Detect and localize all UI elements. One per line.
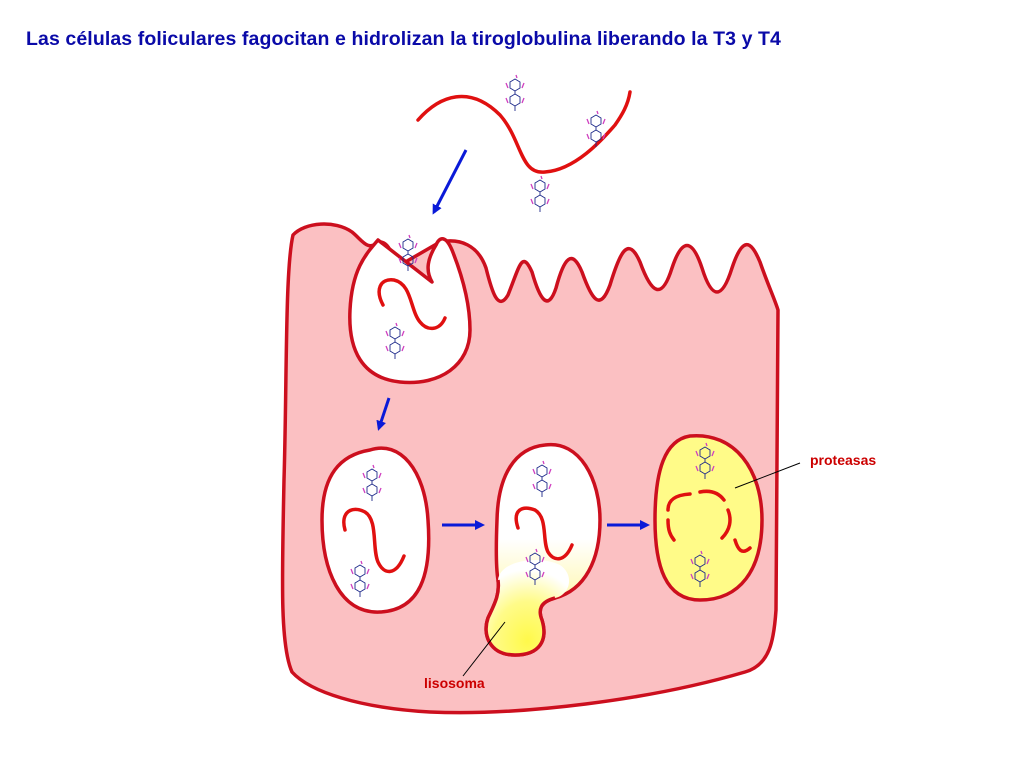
endocytic-vesicle-forming [348, 237, 472, 385]
leader-line-lisosoma [462, 621, 506, 677]
endocytic-vesicle [320, 446, 431, 614]
hydrolyzed-chain-fragments [666, 489, 752, 553]
thyroglobulin-chain-fusing [514, 506, 574, 561]
hormone-molecule-icon [505, 74, 525, 112]
thyroglobulin-chain-vesicle [342, 507, 406, 574]
label-lisosoma: lisosoma [424, 675, 485, 691]
label-proteasas: proteasas [810, 452, 876, 468]
arrow-endocytosis [432, 149, 468, 215]
thyroglobulin-chain-endocytosed [377, 278, 447, 331]
lysosome-body [486, 560, 570, 655]
leader-line-proteasas [734, 462, 801, 489]
arrow-vesicle-detach [376, 397, 391, 431]
lysosome-outline [484, 579, 556, 657]
hormone-molecule-icon [530, 175, 550, 213]
hormone-molecule-icon [586, 110, 606, 148]
phagolysosome [653, 434, 764, 602]
thyroglobulin-chain-colloid [416, 90, 632, 174]
page-title: Las células foliculares fagocitan e hidr… [26, 28, 781, 50]
